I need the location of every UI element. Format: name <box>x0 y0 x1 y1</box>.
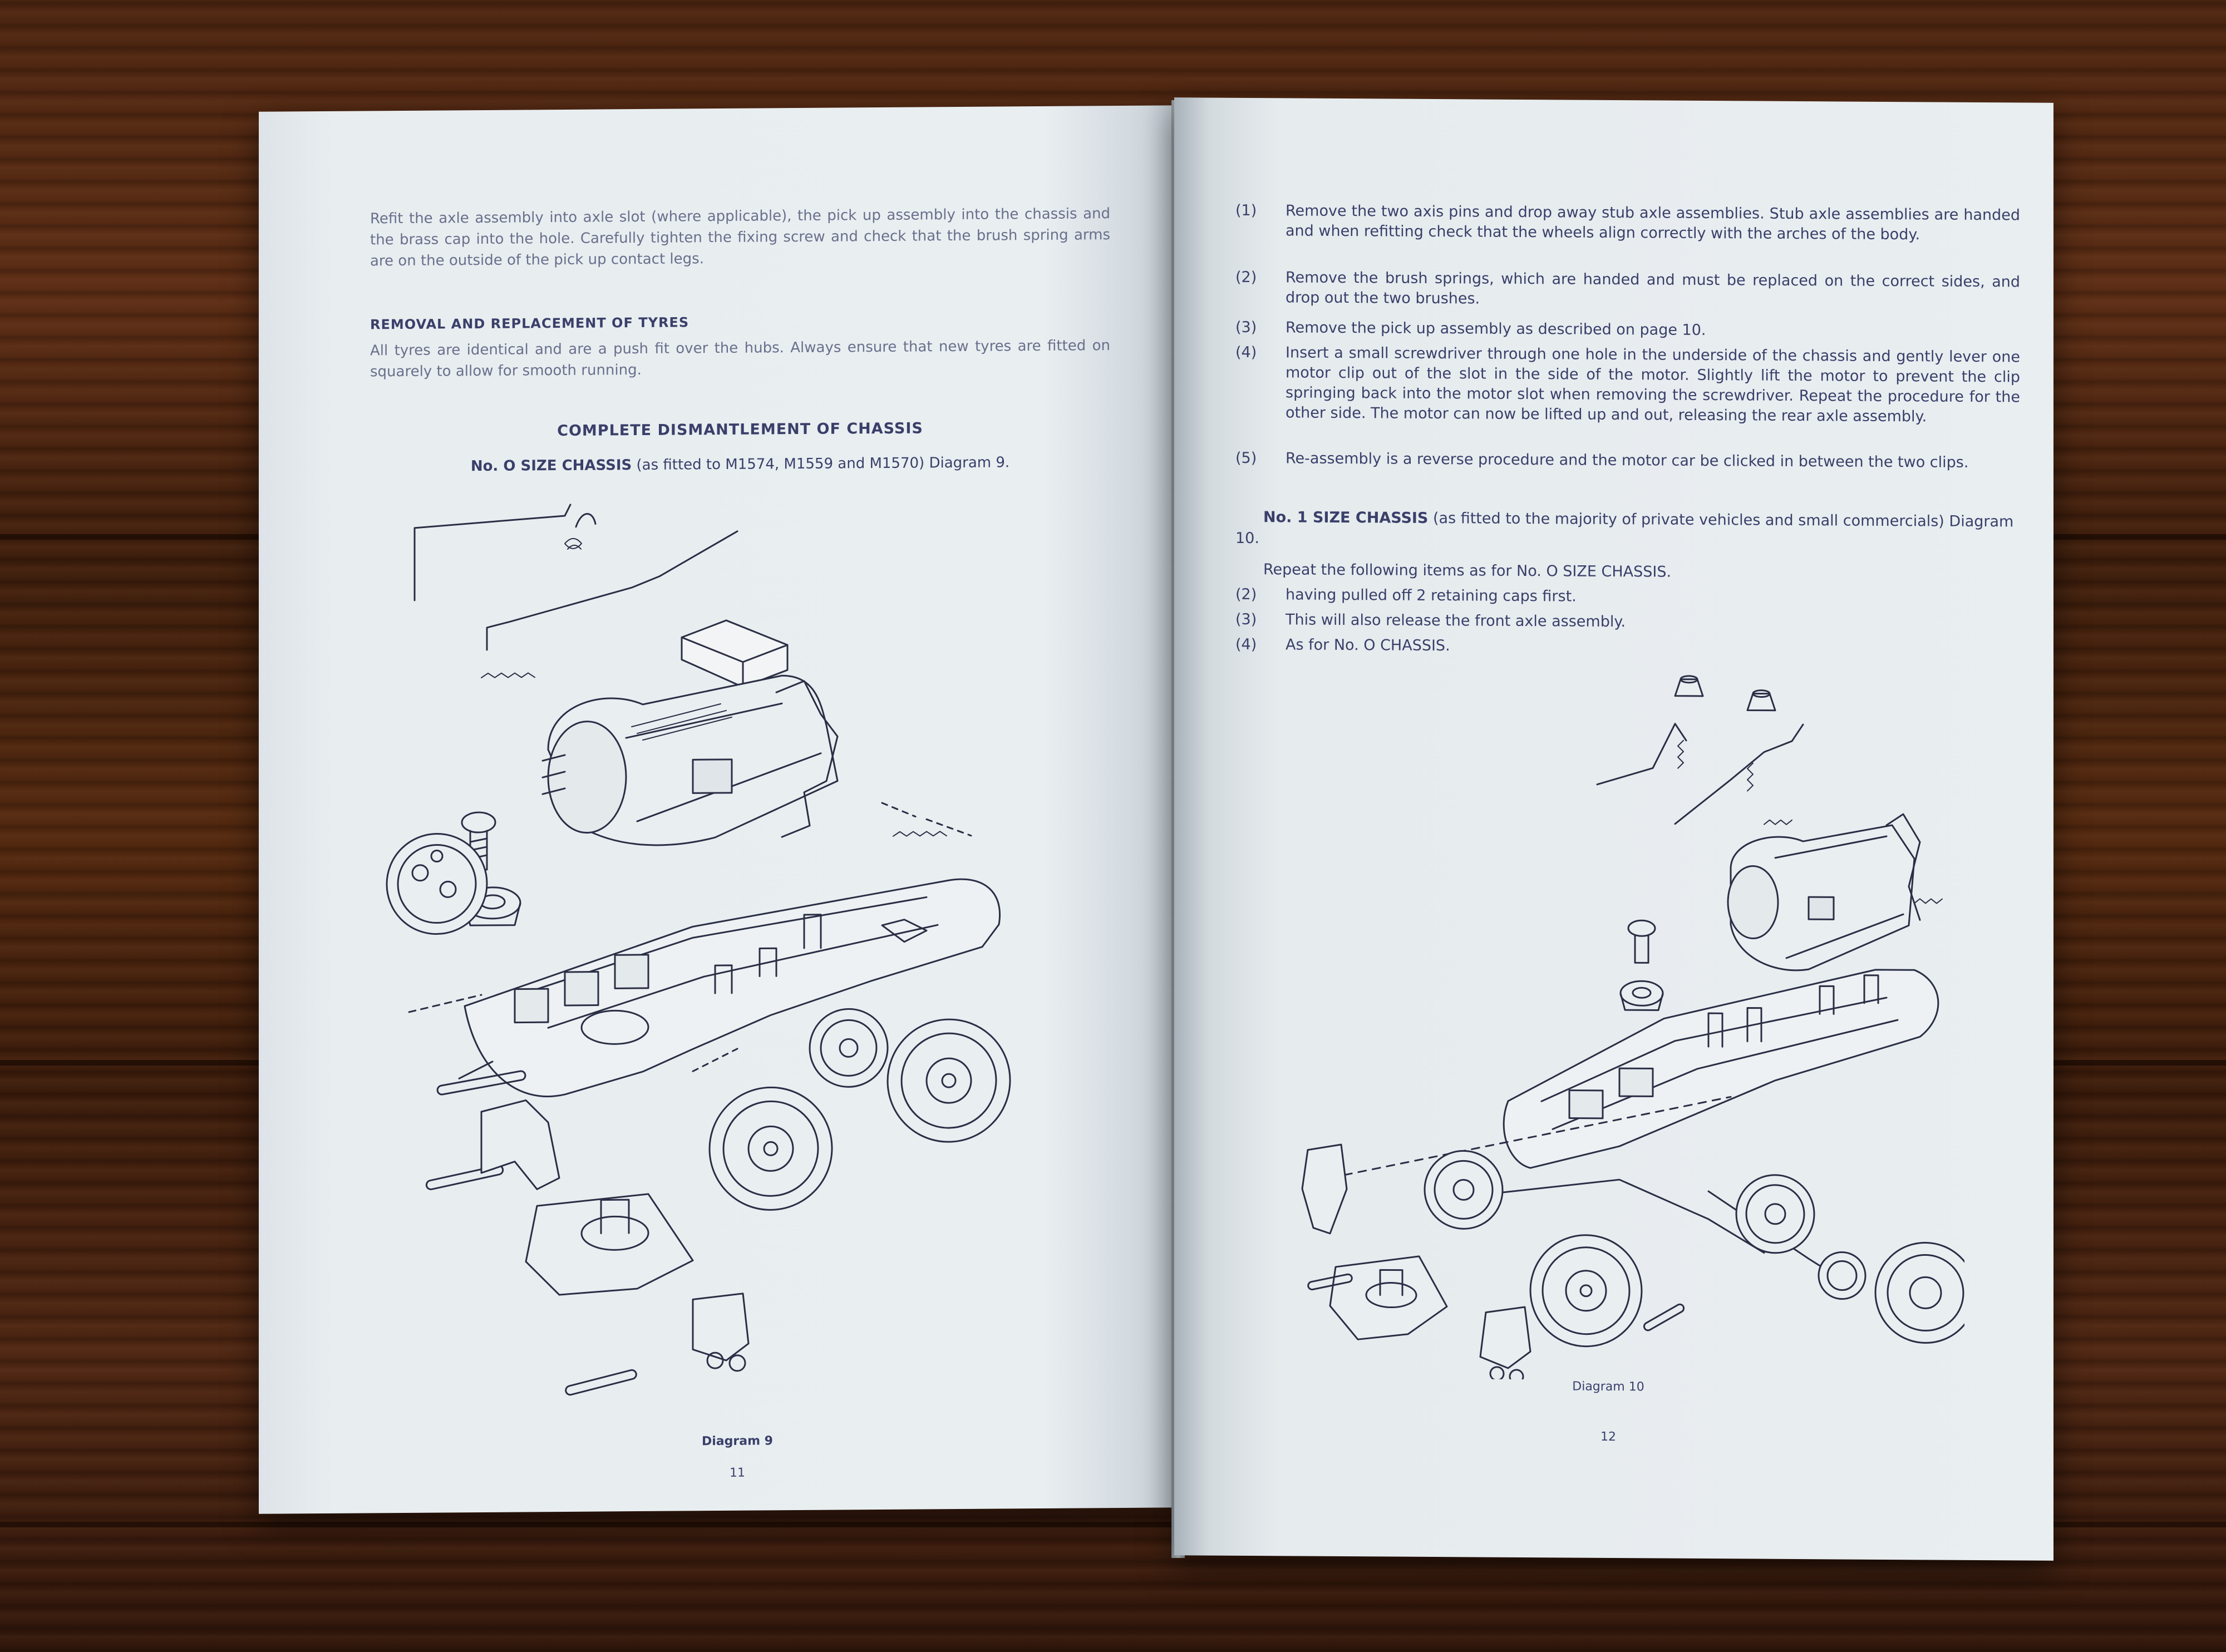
step-4-number: (4) <box>1235 343 1257 362</box>
item-3-number: (3) <box>1235 610 1257 629</box>
item-2-text: having pulled off 2 retaining caps first… <box>1286 586 1577 605</box>
subheading-rest: (as fitted to M1574, M1559 and M1570) Di… <box>636 454 1010 474</box>
item-3-text: This will also release the front axle as… <box>1286 611 1626 631</box>
diagram-9-exploded-chassis <box>381 490 1105 1435</box>
step-1-text: Remove the two axis pins and drop away s… <box>1286 202 2020 244</box>
step-3-text: Remove the pick up assembly as described… <box>1286 319 1706 339</box>
size-1-bold: No. 1 SIZE CHASSIS <box>1263 509 1429 527</box>
step-5-number: (5) <box>1235 449 1257 467</box>
step-2-text: Remove the brush springs, which are hand… <box>1286 269 2020 308</box>
item-3: (3) This will also release the front axl… <box>1235 610 2026 635</box>
step-3: (3) Remove the pick up assembly as descr… <box>1235 318 2026 345</box>
step-4-text: Insert a small screwdriver through one h… <box>1286 344 2020 426</box>
step-2-number: (2) <box>1235 268 1257 287</box>
item-4-number: (4) <box>1235 635 1257 654</box>
chassis-subheading: No. O SIZE CHASSIS (as fitted to M1574, … <box>370 453 1110 475</box>
page-number-11: 11 <box>730 1466 745 1480</box>
plank-seam <box>0 1522 2226 1527</box>
diagram-9-caption: Diagram 9 <box>702 1434 773 1449</box>
tyres-paragraph: All tyres are identical and are a push f… <box>370 337 1110 381</box>
step-1: (1) Remove the two axis pins and drop aw… <box>1235 201 2026 278</box>
size-1-chassis-intro: No. 1 SIZE CHASSIS (as fitted to the maj… <box>1235 507 2026 554</box>
tyres-heading: REMOVAL AND REPLACEMENT OF TYRES <box>370 314 690 333</box>
item-2: (2) having pulled off 2 retaining caps f… <box>1235 585 2026 610</box>
step-1-number: (1) <box>1235 201 1257 220</box>
intro-paragraph: Refit the axle assembly into axle slot (… <box>370 205 1110 270</box>
subheading-bold: No. O SIZE CHASSIS <box>470 457 632 475</box>
step-5: (5) Re-assembly is a reverse procedure a… <box>1235 448 2026 498</box>
repeat-line: Repeat the following items as for No. O … <box>1263 561 1672 581</box>
right-page: (1) Remove the two axis pins and drop aw… <box>1174 97 2053 1561</box>
step-5-text: Re-assembly is a reverse procedure and t… <box>1286 450 1969 471</box>
page-number-12: 12 <box>1600 1429 1616 1444</box>
left-page: Refit the axle assembly into axle slot (… <box>259 105 1183 1514</box>
step-3-number: (3) <box>1235 318 1257 337</box>
step-2: (2) Remove the brush springs, which are … <box>1235 268 2026 317</box>
diagram-10-exploded-chassis <box>1274 654 1964 1382</box>
item-2-number: (2) <box>1235 585 1257 604</box>
dismantlement-heading: COMPLETE DISMANTLEMENT OF CHASSIS <box>557 420 923 440</box>
step-4: (4) Insert a small screwdriver through o… <box>1235 343 2026 459</box>
diagram-10-caption: Diagram 10 <box>1572 1379 1644 1394</box>
